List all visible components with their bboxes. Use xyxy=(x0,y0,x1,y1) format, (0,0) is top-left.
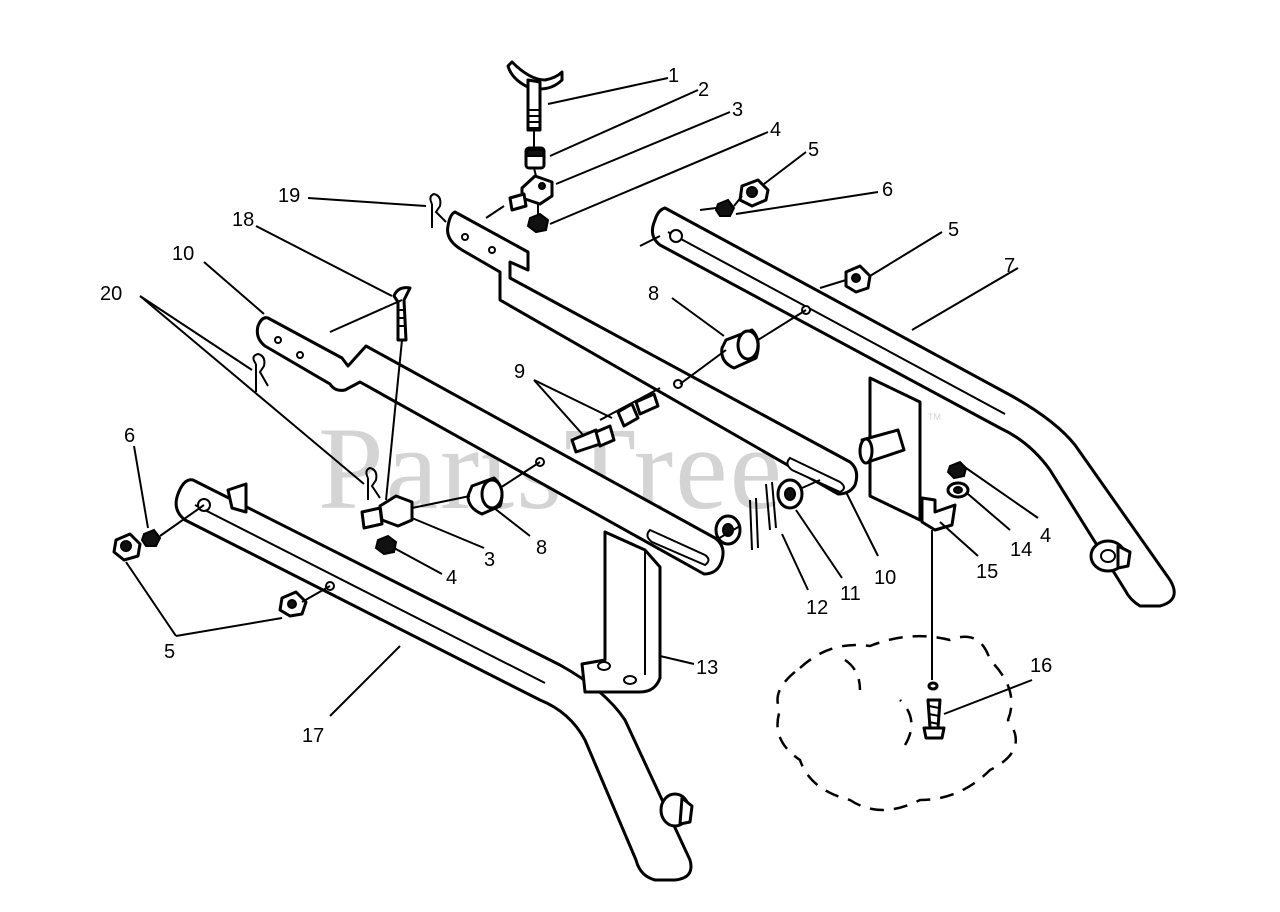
part-3-swivel-upper xyxy=(508,174,554,212)
callout-16: 16 xyxy=(1030,655,1052,677)
callout-6: 6 xyxy=(882,179,893,201)
callout-labels: 1 2 3 4 5 6 19 18 10 5 7 20 8 9 6 3 8 4 … xyxy=(100,65,1052,747)
part-12-cotter-pins xyxy=(749,481,777,551)
callout-8-lower: 8 xyxy=(536,537,547,559)
callout-9: 9 xyxy=(514,361,525,383)
part-14-washer xyxy=(946,481,970,499)
callout-5-left: 5 xyxy=(164,641,175,663)
part-5-nut-middle xyxy=(844,264,872,294)
part-1-handle xyxy=(506,60,564,132)
part-8-bushing-lower xyxy=(466,476,504,516)
callout-10-lower: 10 xyxy=(874,567,896,589)
leader-lines xyxy=(125,77,1039,717)
callout-10-upper: 10 xyxy=(172,243,194,265)
callout-4-lower: 4 xyxy=(446,567,457,589)
part-3-swivel-lower xyxy=(360,494,414,530)
part-20-r-clip-lower xyxy=(365,466,381,500)
callout-15: 15 xyxy=(976,561,998,583)
callout-19: 19 xyxy=(278,185,300,207)
part-9-bolts xyxy=(570,392,660,454)
callout-4-right: 4 xyxy=(1040,525,1051,547)
part-4-nut-upper xyxy=(526,212,550,234)
callout-3-lower: 3 xyxy=(484,549,495,571)
callout-5-middle: 5 xyxy=(948,219,959,241)
part-11-washer-left xyxy=(714,514,742,546)
part-13-bracket xyxy=(580,530,662,694)
callout-17: 17 xyxy=(302,725,324,747)
part-5-nut-left xyxy=(112,532,142,562)
part-18-hook-bolt xyxy=(392,286,412,342)
callout-18: 18 xyxy=(232,209,254,231)
part-16-screw xyxy=(922,681,946,740)
part-2-spacer xyxy=(524,146,546,170)
callout-4: 4 xyxy=(770,119,781,141)
watermark-tm: TM xyxy=(928,412,941,422)
callout-8-upper: 8 xyxy=(648,283,659,305)
part-19-r-clip xyxy=(429,192,447,228)
callout-14: 14 xyxy=(1010,539,1032,561)
part-6-nut-top xyxy=(714,198,736,217)
part-8-bushing-upper xyxy=(720,328,760,370)
part-5-nut-top xyxy=(738,178,770,208)
part-15-plate-bracket xyxy=(858,376,957,532)
part-7-right-arm xyxy=(650,206,1176,608)
part-4-nut-lower xyxy=(374,534,398,556)
part-11-washer-right xyxy=(776,478,804,510)
callout-1: 1 xyxy=(668,65,679,87)
callout-13: 13 xyxy=(696,657,718,679)
part-6-nut-left xyxy=(140,528,162,547)
callout-2: 2 xyxy=(698,79,709,101)
part-10-upper-bar xyxy=(446,210,859,496)
part-5-nut-lower-arm xyxy=(278,590,308,618)
callout-6-left: 6 xyxy=(124,425,135,447)
callout-5: 5 xyxy=(808,139,819,161)
part-4-nut-right xyxy=(946,460,968,480)
mower-deck-outline xyxy=(776,634,1018,812)
callout-7: 7 xyxy=(1004,255,1015,277)
callout-12: 12 xyxy=(806,597,828,619)
part-10-lower-bar xyxy=(255,316,725,576)
callout-11: 11 xyxy=(840,583,861,605)
callout-20: 20 xyxy=(100,283,122,305)
assembly-lines xyxy=(159,130,933,680)
part-17-front-arm xyxy=(174,478,694,882)
part-20-r-clip-upper xyxy=(252,352,269,392)
callout-3: 3 xyxy=(732,99,743,121)
